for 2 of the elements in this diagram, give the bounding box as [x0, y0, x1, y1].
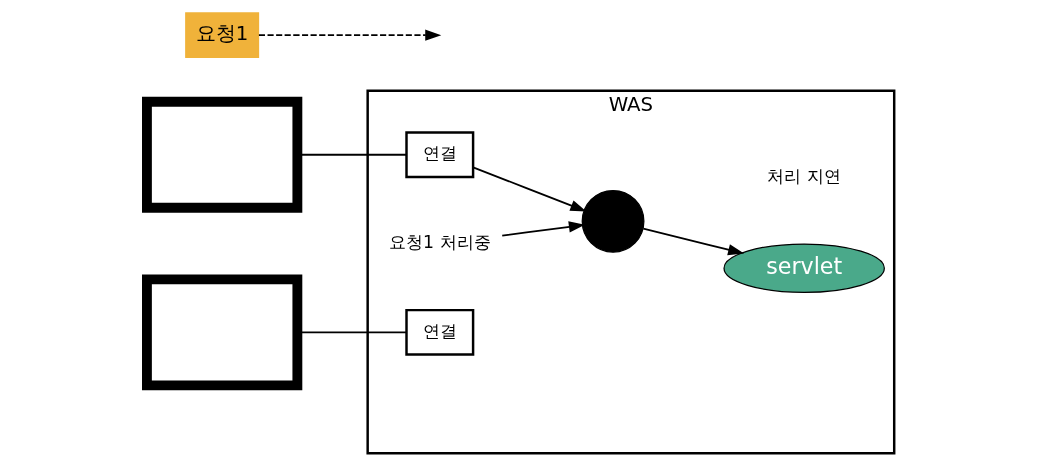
label: 처리 지연	[766, 165, 841, 186]
node-text: 요청1 처리중	[388, 232, 491, 253]
